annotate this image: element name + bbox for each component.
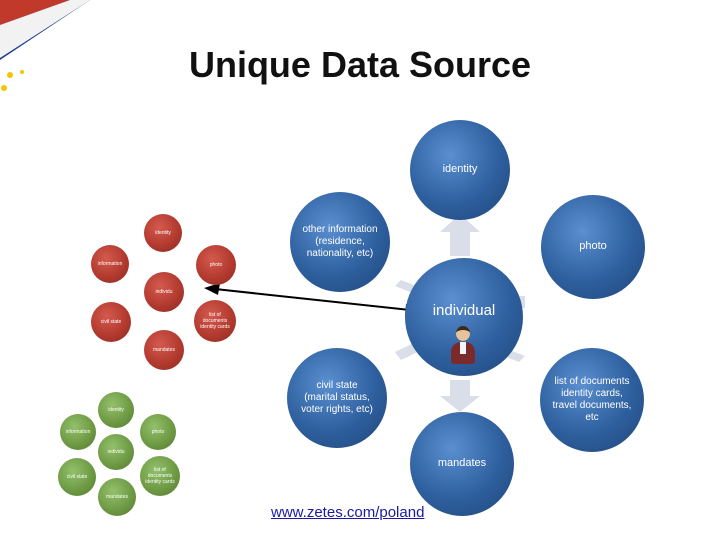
red-node-photo-label: photo <box>209 262 223 268</box>
green-node-photo: photo <box>140 414 176 450</box>
arrow-up <box>440 214 480 256</box>
person-icon <box>451 326 475 368</box>
red-node-identity: identity <box>144 214 182 252</box>
green-node-civil-label: civil state <box>66 474 88 480</box>
green-node-documents-label: list of documents identity cards <box>145 467 175 485</box>
red-node-civil: civil state <box>91 302 131 342</box>
red-node-individual: individu <box>144 272 184 312</box>
arrow-down <box>440 380 480 412</box>
green-node-mandates: mandates <box>98 478 136 516</box>
node-civil-state: civil state (marital status, voter right… <box>287 348 387 448</box>
green-node-individual: individu <box>98 434 134 470</box>
node-photo-label: photo <box>579 240 607 253</box>
node-other-info: other information (residence, nationalit… <box>290 192 390 292</box>
node-mandates: mandates <box>410 412 514 516</box>
node-photo: photo <box>541 195 645 299</box>
node-documents-label: list of documents identity cards, travel… <box>552 376 632 423</box>
source-link[interactable]: www.zetes.com/poland <box>271 504 425 521</box>
green-node-identity: identity <box>98 392 134 428</box>
double-arrow <box>204 283 422 316</box>
red-node-other: information <box>91 245 129 283</box>
red-node-other-label: information <box>97 261 123 267</box>
node-identity-label: identity <box>442 163 478 176</box>
green-node-documents: list of documents identity cards <box>140 456 180 496</box>
node-mandates-label: mandates <box>437 457 487 470</box>
red-node-documents-label: list of documents identity cards <box>200 312 230 330</box>
node-individual-label: individual <box>432 302 496 319</box>
green-node-identity-label: identity <box>108 407 124 413</box>
red-node-photo: photo <box>196 245 236 285</box>
red-node-documents: list of documents identity cards <box>194 300 236 342</box>
node-identity: identity <box>410 120 510 220</box>
red-node-mandates-label: mandates <box>153 347 175 353</box>
green-node-other: information <box>60 414 96 450</box>
node-documents: list of documents identity cards, travel… <box>540 348 644 452</box>
node-civil-state-label: civil state (marital status, voter right… <box>301 380 373 415</box>
green-node-other-label: information <box>65 429 91 435</box>
green-node-mandates-label: mandates <box>106 494 128 500</box>
green-node-individual-label: individu <box>107 449 125 455</box>
node-other-info-label: other information (residence, nationalit… <box>302 224 378 259</box>
page-title: Unique Data Source <box>188 44 532 85</box>
red-node-civil-label: civil state <box>100 319 122 325</box>
red-node-individual-label: individu <box>155 289 173 295</box>
green-node-photo-label: photo <box>151 429 165 435</box>
red-node-identity-label: identity <box>155 230 171 236</box>
red-node-mandates: mandates <box>144 330 184 370</box>
flag-icon <box>0 0 90 91</box>
green-node-civil: civil state <box>58 458 96 496</box>
